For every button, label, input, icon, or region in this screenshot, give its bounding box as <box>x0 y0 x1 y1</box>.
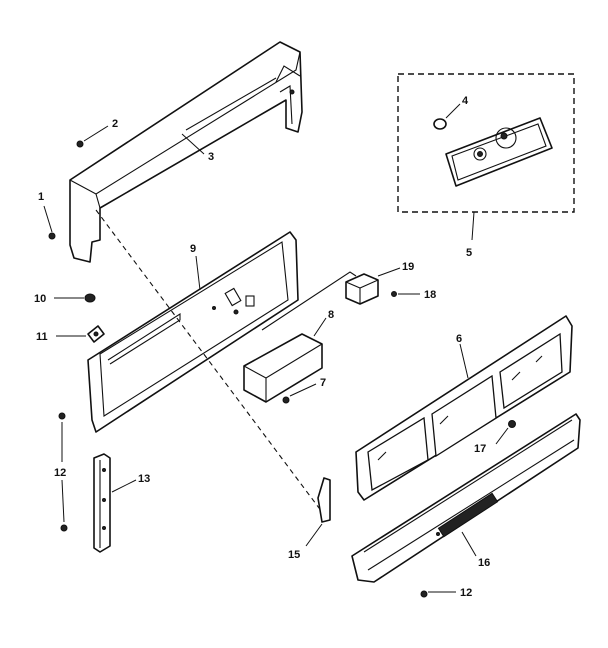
callout-11: 11 <box>36 331 48 343</box>
callout-6: 6 <box>456 333 462 345</box>
callout-2: 2 <box>112 118 118 130</box>
callout-19: 19 <box>402 261 414 273</box>
panel-edge-line <box>261 271 357 331</box>
part-7-screw: 7 <box>282 377 326 404</box>
part-6-window-frame: 6 <box>355 315 573 501</box>
part-2-screw: 2 <box>76 118 118 148</box>
part-3-backguard-trim <box>69 41 303 263</box>
part-11-clip: 11 <box>36 325 105 343</box>
trim-vent-slots <box>437 492 499 538</box>
callout-4: 4 <box>462 95 469 107</box>
callout-3: 3 <box>208 151 214 163</box>
part-16-lower-trim: 16 <box>351 413 581 583</box>
callout-17: 17 <box>474 443 486 455</box>
callout-9: 9 <box>190 243 196 255</box>
part-17-screw: 17 <box>474 420 516 455</box>
callout-5: 5 <box>466 247 472 259</box>
part-13-bracket: 13 <box>93 453 150 553</box>
callout-16: 16 <box>478 557 490 569</box>
callout-1: 1 <box>38 191 44 203</box>
callout-18: 18 <box>424 289 436 301</box>
part-12-screws-left: 12 <box>54 412 68 532</box>
callout-8: 8 <box>328 309 334 321</box>
callout-12-upper: 12 <box>54 467 66 479</box>
callout-10: 10 <box>34 293 46 305</box>
callout-3-group: 3 <box>181 133 214 163</box>
callout-13: 13 <box>138 473 150 485</box>
callout-12-lower: 12 <box>460 587 472 599</box>
part-1-screw: 1 <box>38 191 56 240</box>
part-10-grommet: 10 <box>34 293 96 305</box>
part-15-clip: 15 <box>288 477 331 561</box>
part-8-bracket: 8 <box>243 309 334 403</box>
part-12-screw-lower: 12 <box>420 587 472 599</box>
part-19-switch: 19 18 <box>345 261 436 305</box>
part-9-control-panel: 9 <box>87 231 299 433</box>
part-5-kit-box: 4 5 <box>397 73 575 259</box>
callout-15: 15 <box>288 549 300 561</box>
callout-7: 7 <box>320 377 326 389</box>
